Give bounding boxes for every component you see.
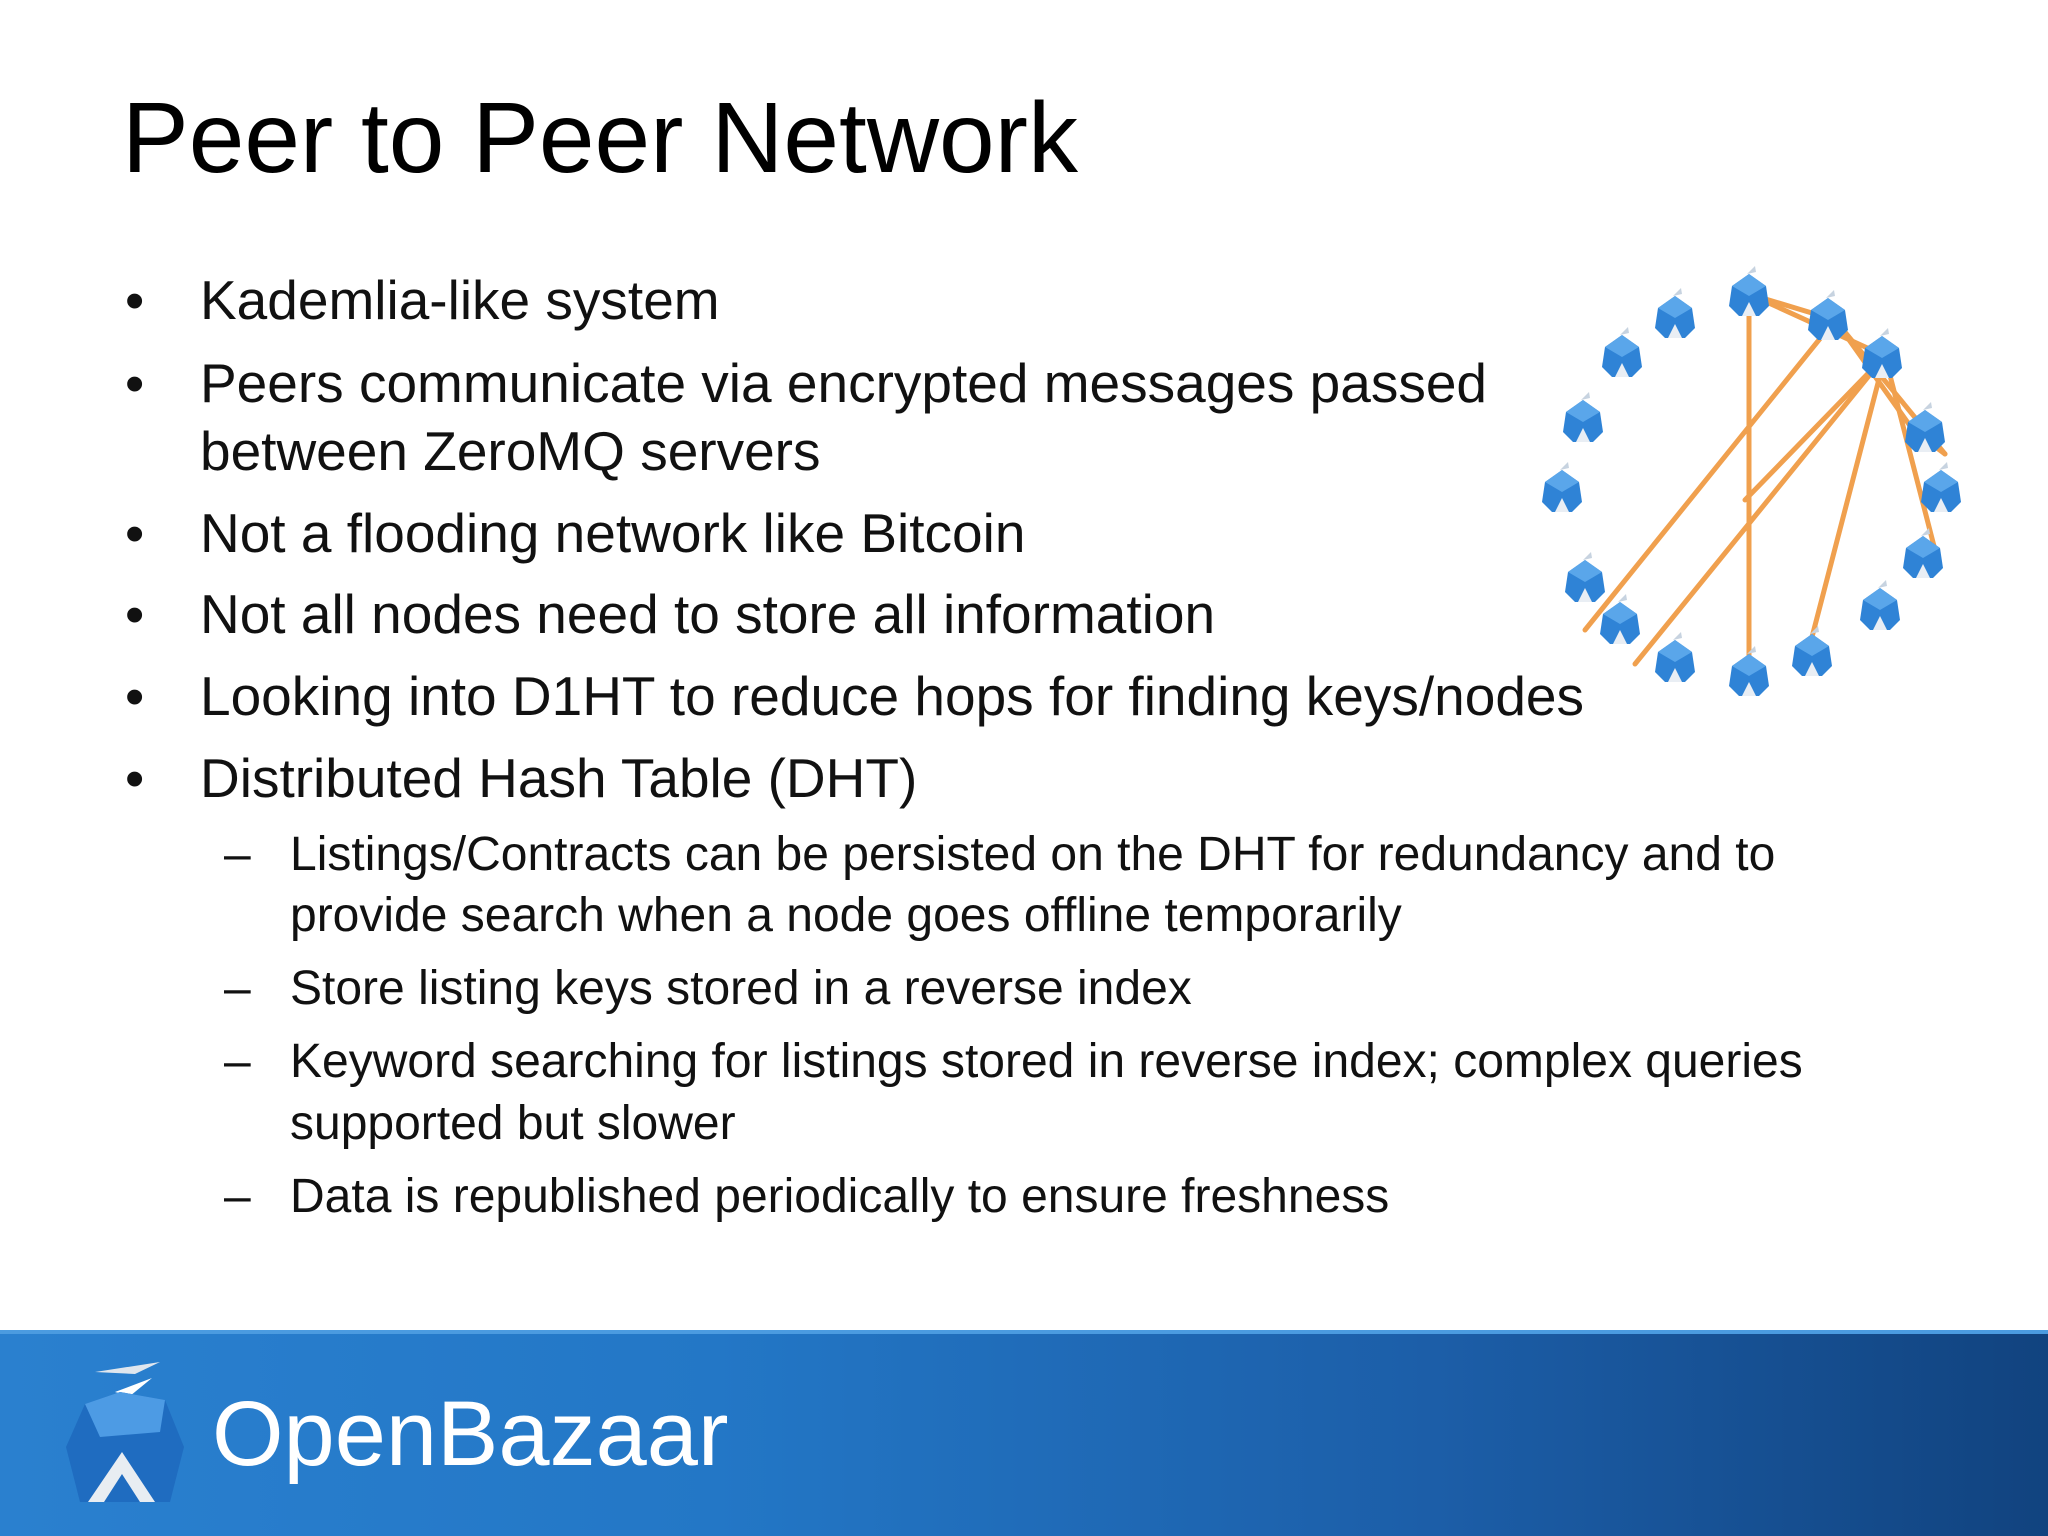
bullet-item: • Not a flooding network like Bitcoin xyxy=(125,499,1026,567)
network-node-icon xyxy=(1903,528,1943,578)
bullet-text: Looking into D1HT to reduce hops for fin… xyxy=(200,665,1584,727)
subbullet-item: – Data is republished periodically to en… xyxy=(224,1166,1390,1227)
network-node-icon xyxy=(1729,646,1769,696)
bullet-item: • Distributed Hash Table (DHT) xyxy=(125,744,918,812)
slide-title: Peer to Peer Network xyxy=(122,82,1078,194)
bullet-text: Not all nodes need to store all informat… xyxy=(200,583,1216,645)
bullet-mark: • xyxy=(125,665,145,727)
bullet-mark: • xyxy=(125,352,145,414)
subbullet-text: supported but slower xyxy=(290,1097,736,1150)
footer-bar: OpenBazaar xyxy=(0,1330,2048,1536)
network-node-icon xyxy=(1792,626,1832,676)
bullet-item: • Kademlia-like system xyxy=(125,266,720,334)
bullet-item: • Peers communicate via encrypted messag… xyxy=(125,349,1488,417)
network-edges xyxy=(1582,291,1948,693)
network-node-icon xyxy=(1729,266,1769,316)
openbazaar-logo-icon xyxy=(66,1362,184,1502)
network-node-icon xyxy=(1655,288,1695,338)
network-node-icon xyxy=(1808,290,1848,340)
network-node-icon xyxy=(1563,392,1603,442)
subbullet-mark: – xyxy=(224,1035,251,1088)
network-node-icon xyxy=(1565,552,1605,602)
bullet-text-continuation: between ZeroMQ servers xyxy=(200,417,821,485)
subbullet-item: – Listings/Contracts can be persisted on… xyxy=(224,824,1776,885)
bullet-text: Kademlia-like system xyxy=(200,269,720,331)
network-diagram xyxy=(1542,266,1961,696)
network-node-icon xyxy=(1921,462,1961,512)
network-node-icon xyxy=(1602,327,1642,377)
bullet-item: • Looking into D1HT to reduce hops for f… xyxy=(125,662,1584,730)
subbullet-mark: – xyxy=(224,1170,251,1223)
subbullet-text-continuation: supported but slower xyxy=(290,1093,736,1154)
bullet-mark: • xyxy=(125,502,145,564)
subbullet-text: Keyword searching for listings stored in… xyxy=(290,1035,1803,1088)
bullet-mark: • xyxy=(125,747,145,809)
bullet-text: Peers communicate via encrypted messages… xyxy=(200,352,1488,414)
subbullet-text: Listings/Contracts can be persisted on t… xyxy=(290,828,1776,881)
brand-name: OpenBazaar xyxy=(212,1383,729,1485)
bullet-mark: • xyxy=(125,269,145,331)
bullet-text: between ZeroMQ servers xyxy=(200,420,821,482)
bullet-text: Distributed Hash Table (DHT) xyxy=(200,747,918,809)
bullet-text: Not a flooding network like Bitcoin xyxy=(200,502,1026,564)
network-node-icon xyxy=(1862,328,1902,378)
subbullet-text: provide search when a node goes offline … xyxy=(290,889,1402,942)
network-node-icon xyxy=(1860,580,1900,630)
bullet-mark: • xyxy=(125,583,145,645)
subbullet-item: – Keyword searching for listings stored … xyxy=(224,1031,1803,1092)
network-node-icon xyxy=(1542,462,1582,512)
subbullet-item: – Store listing keys stored in a reverse… xyxy=(224,958,1192,1019)
subbullet-text-continuation: provide search when a node goes offline … xyxy=(290,885,1402,946)
footer-divider xyxy=(0,1330,2048,1334)
subbullet-text: Store listing keys stored in a reverse i… xyxy=(290,962,1192,1015)
subbullet-text: Data is republished periodically to ensu… xyxy=(290,1170,1390,1223)
network-node-icon xyxy=(1655,632,1695,682)
subbullet-mark: – xyxy=(224,962,251,1015)
bullet-item: • Not all nodes need to store all inform… xyxy=(125,580,1216,648)
subbullet-mark: – xyxy=(224,828,251,881)
